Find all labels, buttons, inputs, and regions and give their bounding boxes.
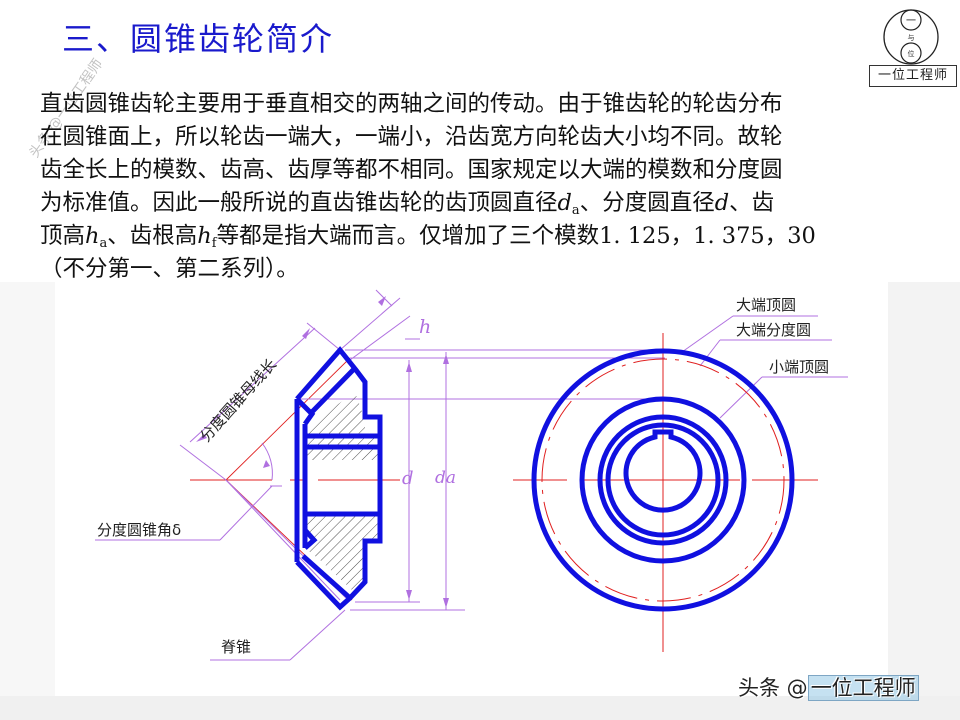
logo-icon: 一 与 位: [883, 9, 939, 65]
left-margin: [0, 282, 55, 696]
label-da: da: [435, 468, 457, 488]
symbol-hf: h: [197, 223, 212, 249]
text-segment: 等都是指大端而言。仅增加了三个模数1. 125，1. 375，30: [216, 223, 816, 249]
symbol-d: d: [714, 190, 730, 216]
label-small-end-tip-circle: 小端顶圆: [769, 358, 830, 376]
paragraph-line: 在圆锥面上，所以轮齿一端大，一端小，沿齿宽方向轮齿大小均不同。故轮: [40, 124, 783, 150]
text-segment: 、齿: [729, 190, 775, 216]
hatched-section-upper: [305, 392, 380, 460]
logo-label: 一位工程师: [869, 65, 957, 87]
logo-top-char: 一: [906, 16, 916, 27]
label-h: h: [419, 316, 432, 338]
right-margin: [888, 282, 960, 720]
symbol-da: d: [557, 190, 572, 216]
subscript: a: [99, 236, 108, 251]
text-segment: 为标准值。因此一般所说的直齿锥齿轮的齿顶圆直径: [40, 190, 558, 216]
label-pitch-cone-angle: 分度圆锥角δ: [97, 521, 182, 539]
logo-middle-char: 与: [908, 34, 915, 42]
front-view: [513, 333, 818, 652]
paragraph-line: 为标准值。因此一般所说的直齿锥齿轮的齿顶圆直径da、分度圆直径d、齿: [40, 187, 930, 220]
large-end-tip-circle: [531, 348, 795, 612]
watermark-prefix: 头条 @: [738, 676, 808, 700]
bevel-gear-figure: 分度圆锥母线长 h d da 分度圆锥角δ 脊锥 大端顶圆 大端分度圆 小端顶圆: [55, 282, 888, 696]
text-segment: 、齿根高: [107, 223, 198, 249]
paragraph-line: （不分第一、第二系列）。: [40, 256, 299, 282]
hatched-section-lower: [305, 515, 380, 590]
text-segment: 、分度圆直径: [579, 190, 715, 216]
bottom-margin: [0, 696, 960, 720]
subscript: a: [571, 203, 580, 218]
intro-paragraph: 直齿圆锥齿轮主要用于垂直相交的两轴之间的传动。由于锥齿轮的轮齿分布 在圆锥面上，…: [40, 88, 930, 286]
dimension-lines: [95, 289, 848, 661]
label-large-end-tip-circle: 大端顶圆: [736, 296, 797, 314]
symbol-ha: h: [85, 223, 100, 249]
paragraph-line: 齿全长上的模数、齿高、齿厚等都不相同。国家规定以大端的模数和分度圆: [40, 157, 783, 183]
label-large-end-pitch-circle: 大端分度圆: [736, 321, 812, 339]
gear-drawing: [95, 289, 848, 661]
label-d: d: [402, 468, 414, 489]
text-segment: 顶高: [40, 223, 86, 249]
label-back-cone: 脊锥: [221, 638, 252, 656]
slide-title: 三、圆锥齿轮简介: [62, 20, 335, 58]
watermark-name: 一位工程师: [807, 675, 919, 701]
keyway-bore: [623, 429, 703, 513]
bottom-watermark: 头条 @一位工程师: [738, 672, 919, 702]
pitch-circle: [541, 358, 785, 602]
subscript: f: [211, 236, 217, 251]
logo-bottom-char: 位: [908, 49, 915, 58]
gear-section-outline: [294, 346, 383, 611]
paragraph-line: 顶高ha、齿根高hf等都是指大端而言。仅增加了三个模数1. 125，1. 375…: [40, 220, 930, 253]
dimension-arrows: [196, 296, 449, 608]
small-end-tip-circle: [579, 396, 747, 564]
paragraph-line: 直齿圆锥齿轮主要用于垂直相交的两轴之间的传动。由于锥齿轮的轮齿分布: [40, 91, 783, 117]
